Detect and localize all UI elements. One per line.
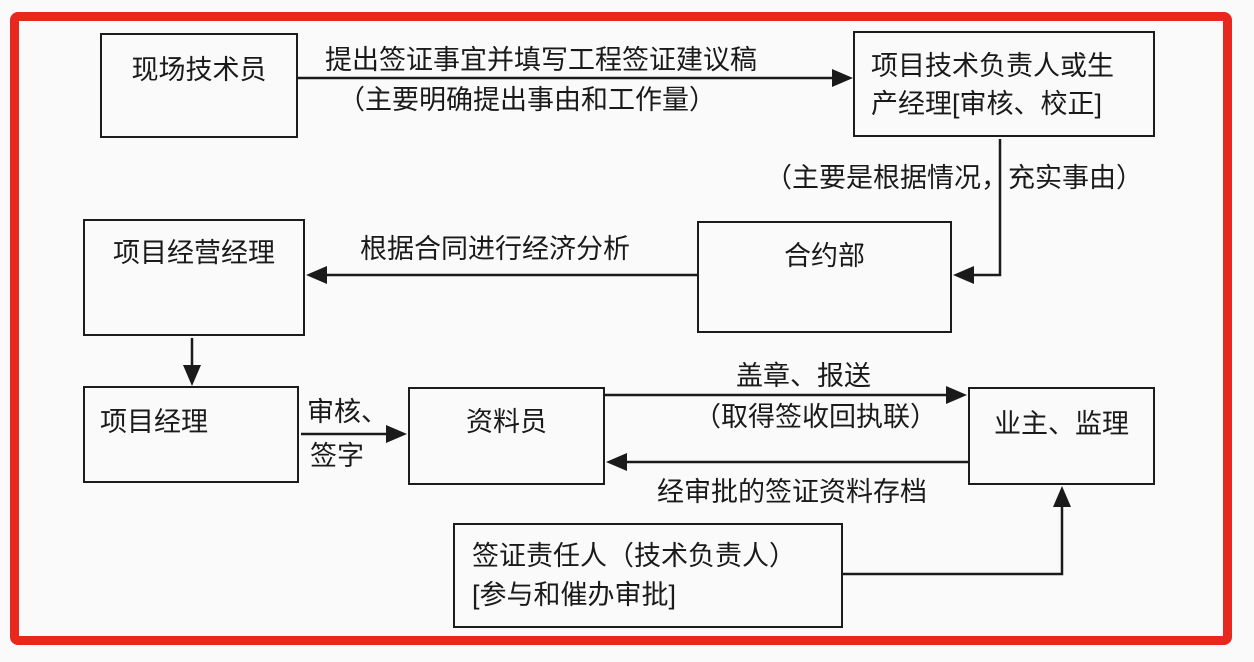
node-tech-lead-line1: 项目技术负责人或生 xyxy=(871,51,1114,81)
node-contract-dept-label: 合约部 xyxy=(784,241,865,271)
edge-label-receipt-note: （取得签收回执联） xyxy=(694,402,937,432)
node-data-clerk-label: 资料员 xyxy=(466,407,547,437)
edge-label-propose-line2: （主要明确提出事由和工作量） xyxy=(338,85,716,115)
edge-label-archive: 经审批的签证资料存档 xyxy=(657,477,927,507)
edge-label-enrich-note: （主要是根据情况，充实事由） xyxy=(765,163,1143,193)
edge-label-stamp-submit: 盖章、报送 xyxy=(736,361,871,391)
node-site-technician: 现场技术员 xyxy=(100,33,298,138)
node-contract-dept: 合约部 xyxy=(697,221,952,333)
edge-label-review: 审核、 xyxy=(307,397,388,427)
node-project-manager: 项目经理 xyxy=(83,386,299,483)
node-visa-responsible: 签证责任人（技术负责人） [参与和催办审批] xyxy=(453,523,843,628)
node-site-technician-label: 现场技术员 xyxy=(131,55,267,85)
node-owner-supervisor: 业主、监理 xyxy=(968,387,1155,485)
edge-label-propose-line1: 提出签证事宜并填写工程签证建议稿 xyxy=(325,45,757,75)
node-project-manager-label: 项目经理 xyxy=(100,407,208,437)
node-visa-responsible-line2: [参与和催办审批] xyxy=(472,580,677,610)
edge-label-sign: 签字 xyxy=(310,441,364,471)
node-ops-manager-label: 项目经营经理 xyxy=(113,238,275,268)
node-tech-lead-line2: 产经理[审核、校正] xyxy=(871,89,1103,119)
node-data-clerk: 资料员 xyxy=(408,387,605,485)
node-owner-supervisor-label: 业主、监理 xyxy=(994,409,1129,439)
edge-label-economic-analysis: 根据合同进行经济分析 xyxy=(360,234,630,264)
node-tech-lead: 项目技术负责人或生 产经理[审核、校正] xyxy=(853,31,1155,137)
node-ops-manager: 项目经营经理 xyxy=(83,219,305,336)
node-visa-responsible-line1: 签证责任人（技术负责人） xyxy=(472,541,796,571)
red-border-frame xyxy=(10,12,1232,645)
